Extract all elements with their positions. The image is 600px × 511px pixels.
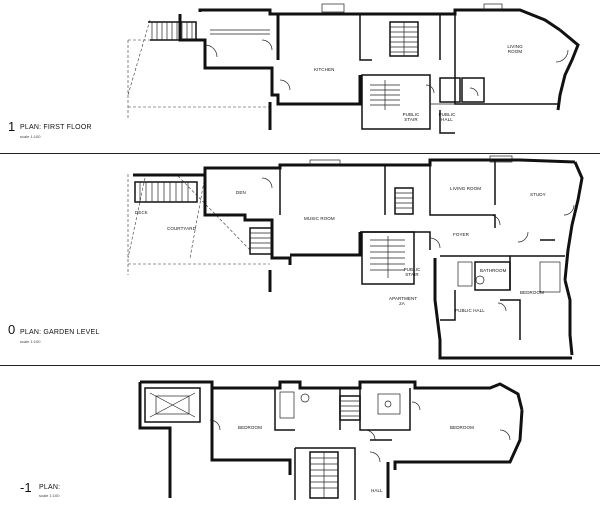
- plan-scale: scale 1:100: [20, 134, 41, 139]
- room-label-public-hall: PUBLIC HALL: [438, 112, 456, 122]
- room-label-bedroom: BEDROOM: [238, 425, 262, 430]
- room-label-deck: DECK: [135, 210, 148, 215]
- plan-title: PLAN:: [39, 484, 61, 491]
- room-label-public-stair: PUBLIC STAIR: [403, 267, 421, 277]
- plan-scale: scale 1:100: [20, 339, 41, 344]
- separator-line: [0, 153, 600, 154]
- room-label-bathroom: BATHROOM: [480, 268, 507, 273]
- room-label-living-room: LIVING ROOM: [507, 44, 523, 54]
- plan-scale: scale 1:100: [39, 493, 60, 498]
- room-label-music-room: MUSIC ROOM: [304, 216, 335, 221]
- room-label-apartment: APARTMENT 2A: [389, 296, 418, 306]
- room-label-living-room: LIVING ROOM: [450, 186, 482, 191]
- room-label-foyer: FOYER: [453, 232, 470, 237]
- room-label-bedroom: BEDROOM: [450, 425, 474, 430]
- plan-number: -1: [20, 480, 32, 495]
- first-floor-plan: [127, 3, 580, 134]
- room-label-kitchen: KITCHEN: [314, 67, 335, 72]
- lower-level-plan: [138, 380, 524, 500]
- garden-level-plan: [127, 155, 584, 360]
- stair-hatch: [134, 181, 198, 203]
- room-label-courtyard: COURTYARD: [167, 226, 196, 231]
- stair-hatch: [394, 187, 414, 215]
- separator-line: [0, 365, 600, 366]
- room-label-public-hall: PUBLIC HALL: [455, 308, 485, 313]
- plan-title: PLAN: GARDEN LEVEL: [20, 329, 100, 336]
- room-label-study: STUDY: [530, 192, 546, 197]
- room-label-bedroom: BEDROOM: [520, 290, 544, 295]
- stair-hatch: [370, 236, 405, 278]
- room-label-hall: HALL: [371, 488, 383, 493]
- stair-hatch: [249, 227, 273, 255]
- stair-hatch: [339, 395, 361, 421]
- room-label-public-stair: PUBLIC STAIR: [402, 112, 420, 122]
- room-label-den: DEN: [236, 190, 246, 195]
- plan-title: PLAN: FIRST FLOOR: [20, 124, 92, 131]
- plan-number: 0: [8, 322, 16, 337]
- stair-hatch: [389, 21, 419, 57]
- stair-hatch: [148, 21, 197, 41]
- stair-hatch: [309, 451, 339, 499]
- stair-hatch: [370, 80, 400, 110]
- plan-number: 1: [8, 119, 16, 134]
